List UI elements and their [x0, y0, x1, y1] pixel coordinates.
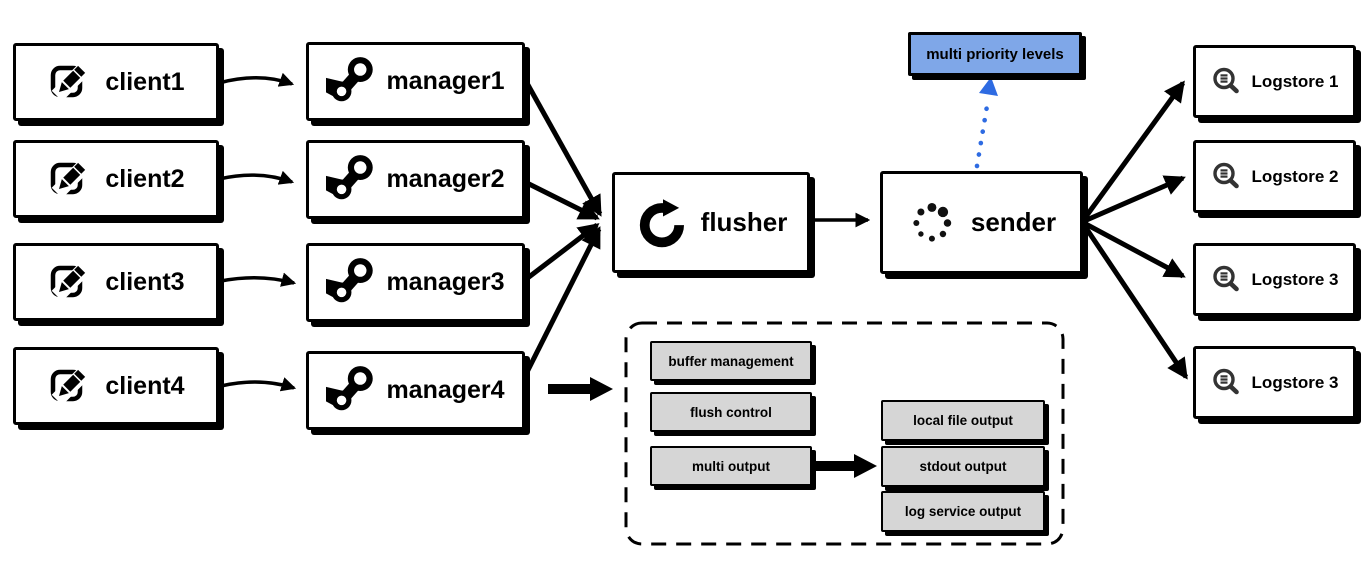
node-client1: client1	[13, 43, 219, 121]
node-sender: sender	[880, 171, 1083, 274]
priority-note: multi priority levels	[908, 32, 1082, 76]
node-flusher: flusher	[612, 172, 810, 273]
output-label: local file output	[913, 413, 1013, 428]
node-label: flusher	[700, 207, 788, 237]
feature-flush-control: flush control	[650, 392, 812, 432]
arrow-client1-manager1	[218, 72, 295, 87]
edit-icon	[47, 363, 93, 409]
arrow-sender-logstore3	[1080, 219, 1186, 279]
node-label: Logstore 3	[1251, 269, 1339, 289]
arrow-sender-logstore2	[1081, 175, 1186, 225]
node-label: sender	[970, 207, 1057, 237]
node-label: client4	[105, 371, 185, 400]
log-search-icon	[1211, 367, 1243, 399]
edit-icon	[47, 259, 93, 305]
node-label: client2	[105, 164, 185, 193]
node-label: client3	[105, 267, 185, 296]
node-manager1: manager1	[306, 42, 525, 121]
arrow-client3-manager3	[220, 272, 297, 287]
steam-icon	[326, 256, 380, 310]
edit-icon	[47, 59, 93, 105]
arrow-sender-logstore4	[1079, 220, 1189, 380]
arrow-multioutput-stdout	[814, 454, 877, 478]
feature-label: buffer management	[668, 353, 794, 369]
steam-icon	[326, 364, 380, 418]
priority-note-label: multi priority levels	[926, 45, 1064, 63]
arrow-manager2-flusher	[521, 178, 600, 221]
arrow-client2-manager2	[218, 170, 295, 185]
node-label: manager2	[386, 165, 505, 193]
steam-icon	[326, 55, 380, 109]
node-manager4: manager4	[306, 351, 525, 430]
arrow-manager4-flusher	[521, 226, 602, 380]
node-label: manager1	[386, 67, 505, 95]
arrow-sender-priority-dotted	[974, 77, 998, 169]
edit-icon	[47, 156, 93, 202]
node-logstore-2: Logstore 2	[1193, 140, 1356, 213]
node-logstore-3: Logstore 3	[1193, 243, 1356, 316]
node-label: manager4	[386, 376, 505, 404]
node-label: Logstore 1	[1251, 71, 1339, 91]
arrow-manager4-features	[548, 377, 613, 401]
node-label: manager3	[386, 268, 505, 296]
node-client4: client4	[13, 347, 219, 425]
arrow-manager3-flusher	[523, 223, 600, 282]
output-log-service: log service output	[881, 491, 1045, 532]
log-search-icon	[1211, 161, 1243, 193]
node-manager3: manager3	[306, 243, 525, 322]
feature-multi-output: multi output	[650, 446, 812, 486]
node-manager2: manager2	[306, 140, 525, 219]
node-client2: client2	[13, 140, 219, 218]
feature-label: flush control	[690, 404, 772, 420]
arrow-client4-manager4	[220, 377, 297, 392]
node-client3: client3	[13, 243, 219, 321]
log-search-icon	[1211, 66, 1243, 98]
node-label: Logstore 3	[1251, 372, 1339, 392]
spinner-icon	[907, 196, 961, 250]
log-search-icon	[1211, 264, 1243, 296]
arrow-sender-logstore1	[1079, 80, 1186, 224]
node-logstore-4: Logstore 3	[1193, 346, 1356, 419]
node-label: client1	[105, 67, 185, 96]
feature-buffer-management: buffer management	[650, 341, 812, 381]
arrow-manager1-flusher	[520, 74, 603, 217]
node-logstore-1: Logstore 1	[1193, 45, 1356, 118]
output-label: stdout output	[919, 459, 1007, 474]
refresh-icon	[635, 195, 691, 251]
output-local-file: local file output	[881, 400, 1045, 441]
steam-icon	[326, 153, 380, 207]
node-label: Logstore 2	[1251, 166, 1339, 186]
feature-label: multi output	[692, 458, 770, 474]
output-label: log service output	[904, 504, 1022, 519]
output-stdout: stdout output	[881, 446, 1045, 487]
